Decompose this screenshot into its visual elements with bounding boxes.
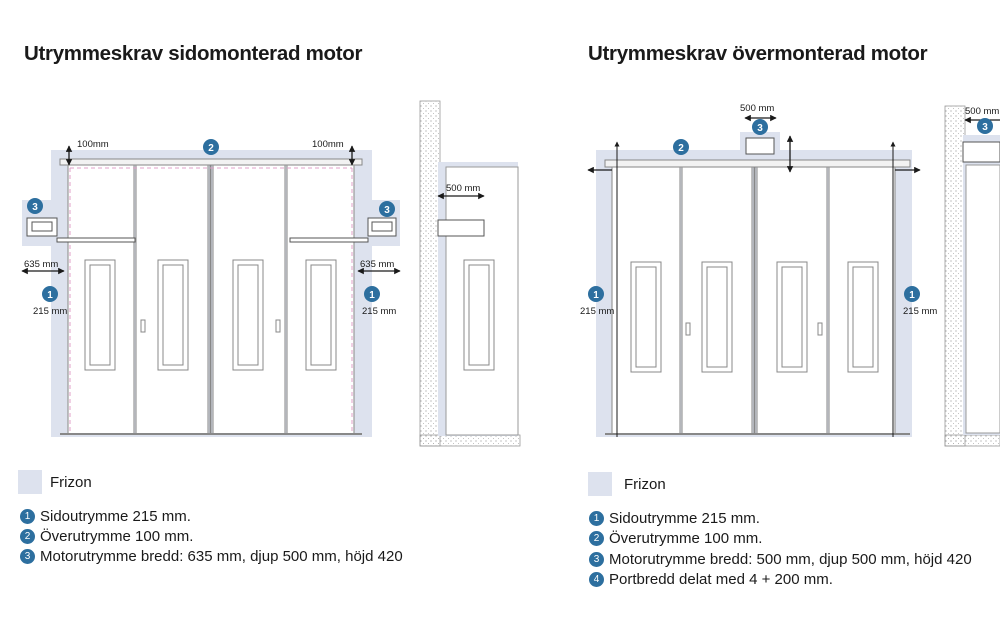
- left-label-motor-width-left: 635 mm: [24, 259, 58, 270]
- left-side-view: 500 mm: [419, 100, 521, 447]
- left-top-rail: [59, 158, 363, 166]
- legend-number-badge: 2: [20, 529, 35, 544]
- left-frizon-label: Frizon: [50, 474, 92, 491]
- legend-text: Portbredd delat med 4 + 200 mm.: [609, 571, 833, 588]
- left-label-top-right: 100mm: [312, 139, 344, 150]
- legend-number-badge: 1: [20, 509, 35, 524]
- right-badge-side-right: 1: [904, 286, 920, 302]
- right-badge-motor: 3: [752, 119, 768, 135]
- svg-text:1: 1: [909, 290, 915, 301]
- right-legend-item-4: 4 Portbredd delat med 4 + 200 mm.: [589, 571, 833, 588]
- svg-text:1: 1: [47, 290, 53, 301]
- svg-text:2: 2: [678, 143, 684, 154]
- right-frizon-label: Frizon: [624, 476, 666, 493]
- left-motor-right: [289, 217, 397, 243]
- left-badge-motor-right: 3: [379, 201, 395, 217]
- legend-text: Överutrymme 100 mm.: [609, 530, 763, 547]
- right-label-side-left: 215 mm: [580, 306, 614, 317]
- left-badge-top: 2: [203, 139, 219, 155]
- right-legend-item-2: 2 Överutrymme 100 mm.: [589, 530, 762, 547]
- svg-text:1: 1: [593, 290, 599, 301]
- left-label-top-left: 100mm: [77, 139, 109, 150]
- svg-text:3: 3: [982, 122, 988, 133]
- right-door-windows: [630, 261, 879, 373]
- left-label-side-left: 215 mm: [33, 306, 67, 317]
- left-handle-2: [275, 319, 281, 333]
- left-legend-item-2: 2 Överutrymme 100 mm.: [20, 528, 193, 545]
- left-title: Utrymmeskrav sidomonterad motor: [24, 42, 363, 65]
- legend-number-badge: 2: [589, 531, 604, 546]
- left-front-view: 100mm 100mm 635 mm 635 mm 215 mm 215 mm …: [21, 139, 401, 437]
- legend-text: Sidoutrymme 215 mm.: [609, 510, 760, 527]
- left-badge-motor-left: 3: [27, 198, 43, 214]
- svg-text:3: 3: [757, 123, 763, 134]
- svg-text:1: 1: [369, 290, 375, 301]
- left-door-windows: [84, 259, 337, 371]
- legend-text: Motorutrymme bredd: 500 mm, djup 500 mm,…: [609, 551, 972, 568]
- legend-text: Överutrymme 100 mm.: [40, 528, 194, 545]
- legend-number-badge: 3: [589, 552, 604, 567]
- right-front-view: 500 mm 215 mm 215 mm 2 3 1 1: [580, 103, 937, 437]
- right-badge-side-view: 3: [977, 118, 993, 134]
- left-label-motor-width-right: 635 mm: [360, 259, 394, 270]
- right-title: Utrymmeskrav övermonterad motor: [588, 42, 928, 65]
- right-label-depth: 500 mm: [965, 106, 999, 117]
- left-label-side-right: 215 mm: [362, 306, 396, 317]
- left-frizon-swatch: [18, 470, 42, 494]
- left-handle-1: [140, 319, 146, 333]
- right-badge-top: 2: [673, 139, 689, 155]
- legend-text: Motorutrymme bredd: 635 mm, djup 500 mm,…: [40, 548, 403, 565]
- right-legend-item-1: 1 Sidoutrymme 215 mm.: [589, 510, 760, 527]
- left-legend-item-1: 1 Sidoutrymme 215 mm.: [20, 508, 191, 525]
- right-label-motor-width: 500 mm: [740, 103, 774, 114]
- right-label-side-right: 215 mm: [903, 306, 937, 317]
- legend-text: Sidoutrymme 215 mm.: [40, 508, 191, 525]
- right-top-rail: [604, 159, 911, 168]
- right-motor: [745, 137, 775, 155]
- right-frizon-swatch: [588, 472, 612, 496]
- legend-number-badge: 3: [20, 549, 35, 564]
- left-legend-item-3: 3 Motorutrymme bredd: 635 mm, djup 500 m…: [20, 548, 403, 565]
- svg-text:3: 3: [32, 202, 38, 213]
- left-motor-left: [26, 217, 136, 243]
- legend-number-badge: 1: [589, 511, 604, 526]
- right-legend-item-3: 3 Motorutrymme bredd: 500 mm, djup 500 m…: [589, 551, 972, 568]
- svg-text:3: 3: [384, 205, 390, 216]
- right-side-view: 500 mm 3: [944, 105, 1000, 447]
- svg-text:2: 2: [208, 143, 214, 154]
- left-label-depth: 500 mm: [446, 183, 480, 194]
- left-badge-side-left: 1: [42, 286, 58, 302]
- right-badge-side-left: 1: [588, 286, 604, 302]
- left-badge-side-right: 1: [364, 286, 380, 302]
- legend-number-badge: 4: [589, 572, 604, 587]
